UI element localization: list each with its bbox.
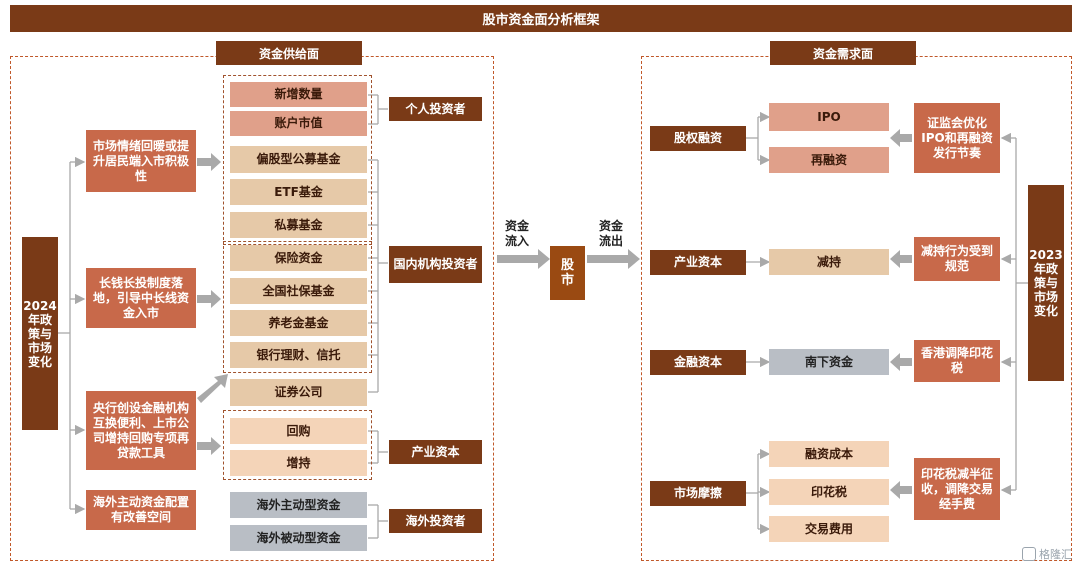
group-individual	[223, 75, 372, 245]
cause-market-sentiment: 市场情绪回暖或提升居民端入市积极性	[86, 130, 196, 192]
item-new-accounts: 新增数量	[230, 82, 367, 107]
category-industrial-capital: 产业资本	[650, 250, 746, 275]
cause-long-term-capital: 长钱长投制度落地，引导中长线资金入市	[86, 268, 196, 328]
policy-2023-label: 2023年政策与市场变化	[1028, 185, 1064, 381]
item-financing-cost: 融资成本	[769, 441, 889, 467]
item-ipo: IPO	[769, 103, 889, 131]
item-increase: 增持	[230, 450, 367, 476]
diagram-title: 股市资金面分析框架	[10, 5, 1072, 32]
watermark-logo-icon	[1022, 547, 1036, 561]
item-reduction: 减持	[769, 249, 889, 275]
item-equity-funds: 偏股型公募基金	[230, 146, 367, 173]
category-financial-capital: 金融资本	[650, 350, 746, 375]
policy-hk-stamp: 香港调降印花税	[914, 340, 1000, 382]
item-private-funds: 私募基金	[230, 212, 367, 238]
item-account-value: 账户市值	[230, 111, 367, 136]
category-market-friction: 市场摩擦	[650, 481, 746, 506]
watermark-text: 格隆汇	[1039, 548, 1072, 561]
investor-industrial: 产业资本	[389, 440, 482, 464]
item-southbound: 南下资金	[769, 349, 889, 375]
item-pension: 养老金基金	[230, 310, 367, 336]
stock-market-hub: 股市	[550, 246, 585, 300]
demand-header: 资金需求面	[770, 41, 916, 65]
policy-csrc: 证监会优化IPO和再融资发行节奏	[914, 103, 1000, 173]
investor-foreign: 海外投资者	[389, 509, 482, 533]
item-wealth-trust: 银行理财、信托	[230, 342, 367, 368]
supply-header: 资金供给面	[216, 41, 362, 65]
policy-stamp-halve: 印花税减半征收，调降交易经手费	[914, 458, 1000, 520]
watermark: 格隆汇	[1022, 546, 1072, 562]
item-stamp-duty: 印花税	[769, 479, 889, 505]
item-insurance: 保险资金	[230, 245, 367, 271]
inflow-label: 资金流入	[504, 219, 529, 248]
group-institutions	[223, 241, 372, 373]
item-refinancing: 再融资	[769, 147, 889, 173]
investor-individual: 个人投资者	[389, 97, 482, 121]
item-foreign-active: 海外主动型资金	[230, 492, 367, 518]
investor-domestic: 国内机构投资者	[389, 246, 482, 283]
outflow-label: 资金流出	[598, 219, 623, 248]
item-foreign-passive: 海外被动型资金	[230, 525, 367, 551]
policy-2024-label: 2024年政策与市场变化	[22, 237, 58, 430]
item-etf: ETF基金	[230, 179, 367, 205]
cause-foreign-active: 海外主动资金配置有改善空间	[86, 490, 196, 530]
group-industrial	[223, 410, 372, 480]
item-trading-fees: 交易费用	[769, 516, 889, 542]
item-social-security: 全国社保基金	[230, 278, 367, 304]
cause-pboc-tools: 央行创设金融机构互换便利、上市公司增持回购专项再贷款工具	[86, 391, 196, 470]
policy-reduction-rule: 减持行为受到规范	[914, 237, 1000, 281]
item-securities: 证券公司	[230, 379, 367, 406]
item-buyback: 回购	[230, 418, 367, 444]
category-equity-financing: 股权融资	[650, 126, 746, 151]
